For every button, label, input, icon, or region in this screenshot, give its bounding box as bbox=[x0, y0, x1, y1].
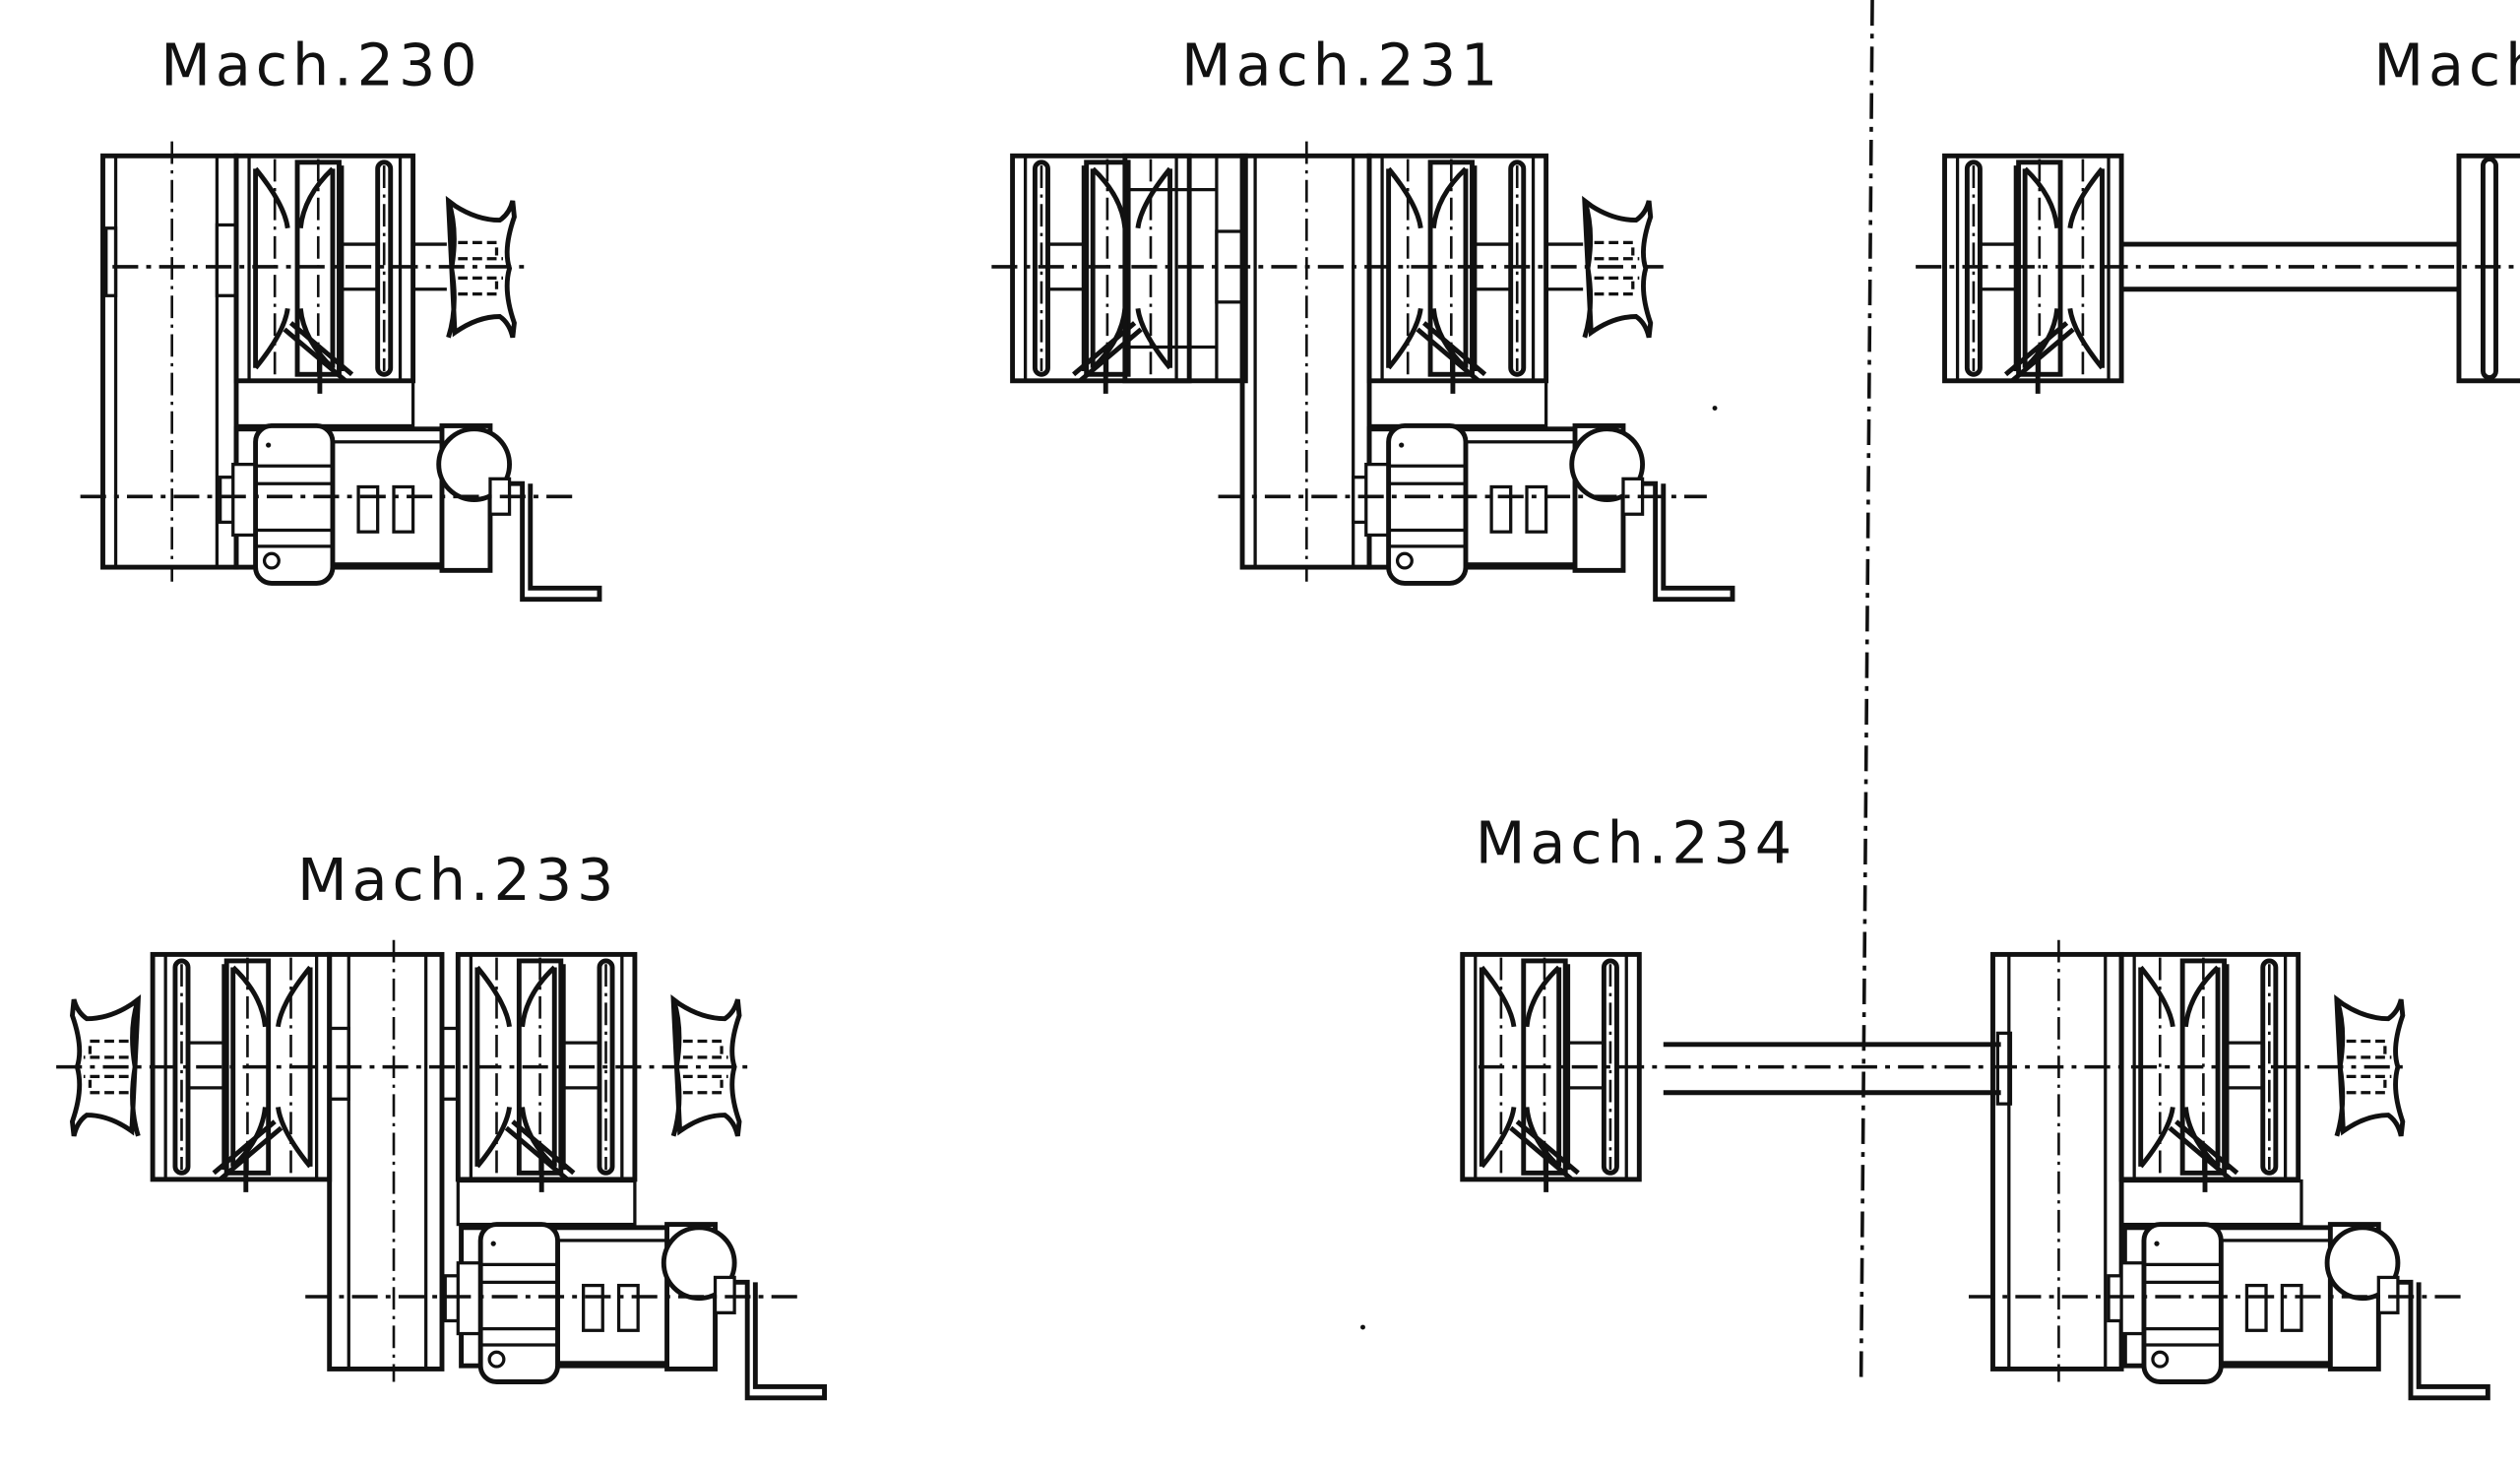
machine-label-233: Mach.233 bbox=[297, 846, 618, 914]
scan-speck bbox=[1360, 1324, 1365, 1330]
machine-label-232-partial: Mach bbox=[2373, 32, 2520, 99]
machine-label-231: Mach.231 bbox=[1181, 32, 1502, 99]
machine-232-drawing-partial bbox=[1916, 156, 2520, 394]
machine-231-drawing bbox=[991, 141, 1732, 600]
machine-label-234: Mach.234 bbox=[1476, 808, 1796, 876]
scan-speck bbox=[1712, 406, 1718, 411]
machine-230-drawing bbox=[80, 141, 599, 600]
machine-label-230: Mach.230 bbox=[160, 32, 481, 99]
machine-233-drawing bbox=[56, 939, 824, 1398]
machine-234-drawing bbox=[1463, 939, 2488, 1398]
sheet-divider-line bbox=[1858, 0, 1874, 1382]
